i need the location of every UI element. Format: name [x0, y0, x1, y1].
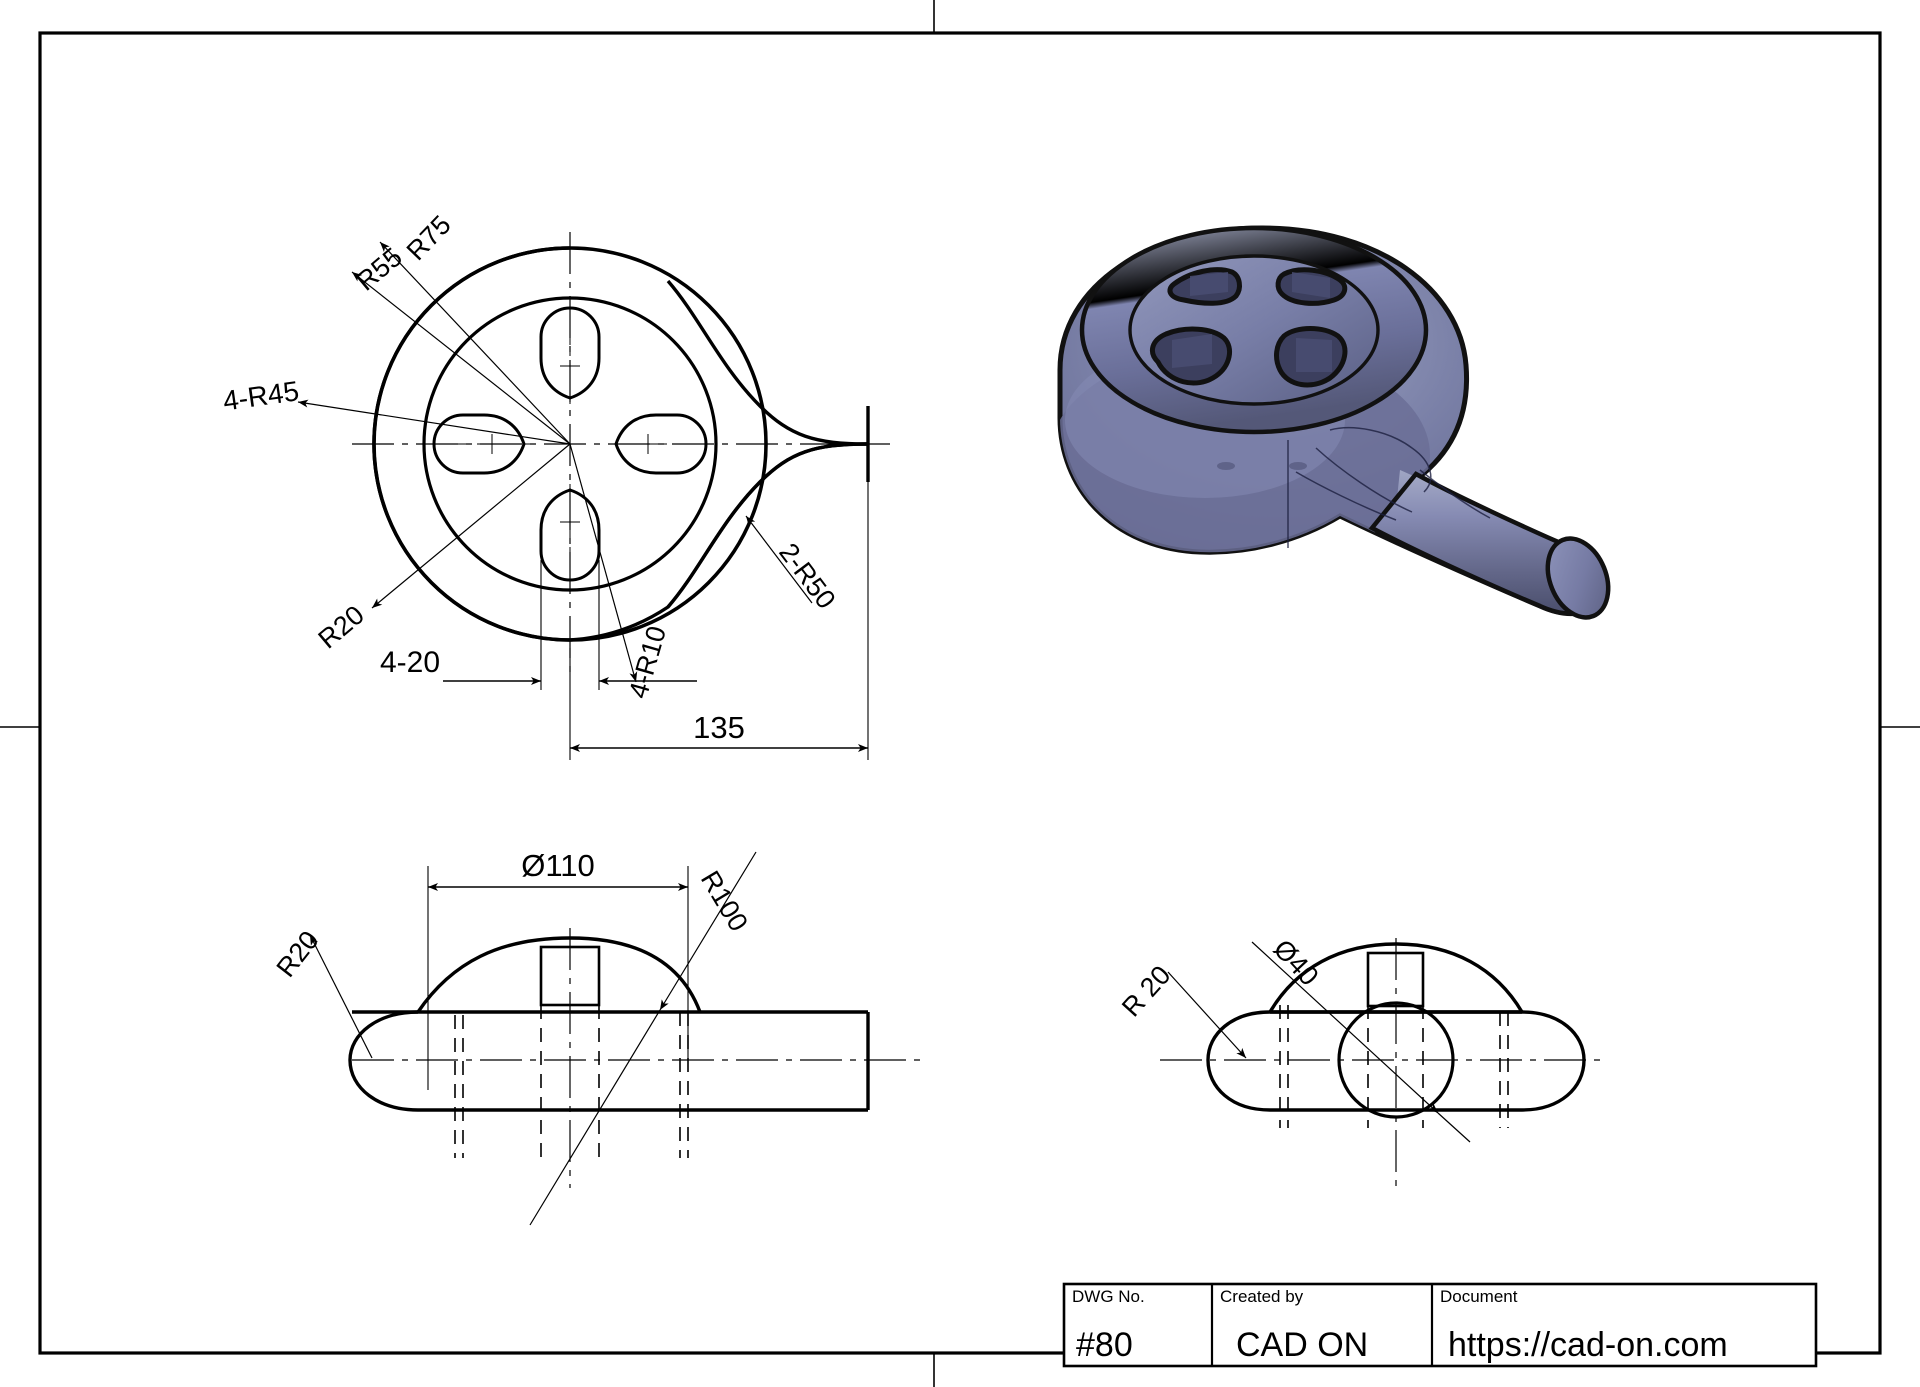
- dimension-2-r50: 2-R50: [745, 515, 841, 615]
- front-view: Ø110 R100 R20: [271, 848, 920, 1226]
- side-view: R 20 Ø40: [1116, 934, 1600, 1188]
- top-view-outer-circle: [372, 246, 768, 642]
- dimension-r100: R100: [529, 851, 757, 1226]
- dimension-4-20: 4-20: [380, 646, 697, 685]
- title-block-value-created-by: CAD ON: [1236, 1326, 1368, 1364]
- dimension-d110: Ø110: [428, 848, 688, 891]
- top-view-slot-cross-ticks: [491, 365, 649, 523]
- iso-slot-inner-faces: [1172, 272, 1332, 372]
- title-block-field-document: Document https://cad-on.com: [1440, 1287, 1728, 1364]
- title-block-field-created-by: Created by CAD ON: [1220, 1287, 1368, 1364]
- top-view-slot-east: [614, 413, 708, 475]
- iso-neck-end-cap: [1545, 536, 1611, 620]
- front-view-extension-lines: [427, 866, 689, 1090]
- dimension-2-r50-text: 2-R50: [773, 538, 841, 615]
- title-block-value-document: https://cad-on.com: [1448, 1326, 1728, 1364]
- title-block-value-dwg-no: #80: [1076, 1326, 1133, 1364]
- top-view: R75 R55 4-R45 R20 4-R10 2-R50: [221, 210, 890, 760]
- dimension-r20-top-text: R20: [313, 600, 370, 655]
- sheet-border: [38, 31, 1882, 1355]
- top-view-inner-circle: [422, 296, 718, 592]
- side-view-outline: [1206, 942, 1586, 1112]
- top-view-extension-lines: [540, 460, 869, 760]
- dimension-r75-text: R75: [401, 210, 457, 266]
- dimension-d110-text: Ø110: [521, 848, 595, 883]
- title-block-label-created-by: Created by: [1220, 1287, 1304, 1306]
- dimension-r55-text: R55: [351, 242, 408, 297]
- title-block-field-dwg-no: DWG No. #80: [1072, 1287, 1145, 1364]
- dimension-135: 135: [570, 710, 868, 752]
- top-view-slot-centerlines: [451, 325, 689, 563]
- title-block-label-document: Document: [1440, 1287, 1518, 1306]
- dimension-r20-top: R20: [313, 443, 571, 655]
- dimension-r20-front-text: R20: [271, 925, 325, 983]
- top-view-slot-south: [539, 488, 601, 582]
- dimension-4-r10: 4-R10: [569, 443, 672, 702]
- title-block-label-dwg-no: DWG No.: [1072, 1287, 1145, 1306]
- iso-dimple-group: [1217, 462, 1307, 470]
- dimension-135-text: 135: [693, 710, 745, 745]
- front-view-boss: [539, 945, 601, 1007]
- dimension-4-20-text: 4-20: [380, 646, 440, 679]
- side-view-bore-circle: [1337, 1001, 1455, 1119]
- iso-construction-edges: [1287, 427, 1491, 548]
- isometric-3d-view: [1057, 225, 1611, 620]
- top-view-slot-north: [539, 306, 601, 400]
- side-view-boss: [1366, 951, 1425, 1008]
- dimension-r100-text: R100: [695, 866, 754, 937]
- front-view-centerline: [352, 928, 920, 1188]
- dimension-r20-side-text: R 20: [1116, 960, 1176, 1022]
- dimension-r20-side: R 20: [1116, 960, 1247, 1059]
- dimension-4-r45-text: 4-R45: [221, 375, 301, 416]
- iso-dimple-right: [1289, 462, 1307, 470]
- iso-dimple-left: [1217, 462, 1235, 470]
- dimension-d40-text: Ø40: [1268, 934, 1325, 992]
- side-view-hidden-lines: [1279, 1005, 1509, 1128]
- front-view-outline: [348, 936, 870, 1112]
- title-block: DWG No. #80 Created by CAD ON Document h…: [1062, 1282, 1818, 1368]
- front-view-hidden-lines: [454, 1005, 689, 1158]
- side-view-centerline: [1160, 938, 1600, 1188]
